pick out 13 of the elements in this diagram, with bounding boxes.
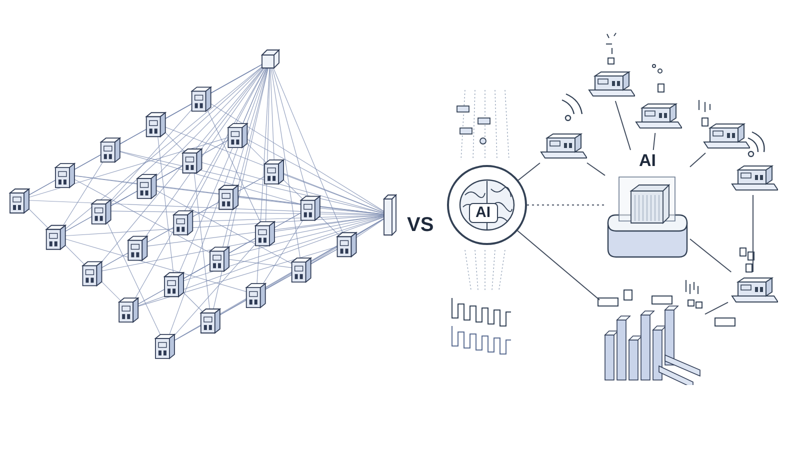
versus-label: VS	[407, 213, 434, 238]
ai-heading: AI	[639, 150, 656, 172]
connector-line	[614, 100, 632, 150]
dotted-connector	[526, 204, 606, 206]
ai-badge: AI	[468, 202, 498, 224]
connector-line	[517, 230, 600, 300]
connector-line	[518, 162, 540, 181]
connector-line	[586, 162, 606, 176]
connector-line	[690, 152, 706, 168]
connector-line	[652, 132, 656, 150]
connector-line	[690, 238, 732, 272]
connector-line	[704, 302, 728, 315]
connector-line	[752, 194, 754, 272]
